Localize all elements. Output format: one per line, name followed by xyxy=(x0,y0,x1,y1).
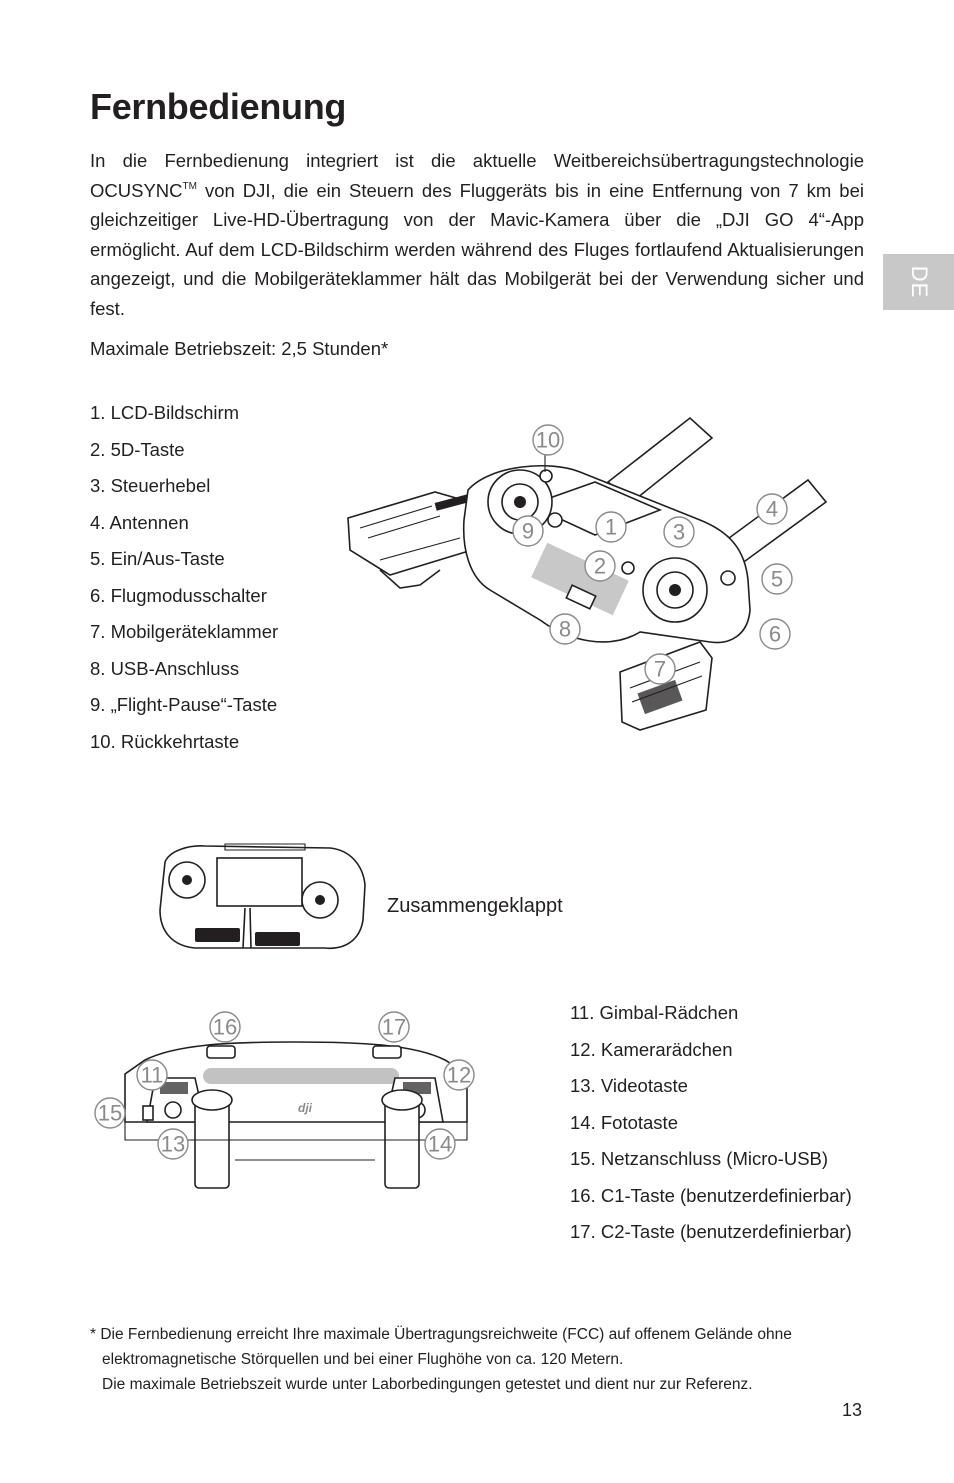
svg-text:5: 5 xyxy=(771,567,783,592)
list-item: 12. Kamerarädchen xyxy=(570,1038,733,1060)
footnote-line: elektromagnetische Störquellen und bei e… xyxy=(102,1351,624,1368)
svg-text:3: 3 xyxy=(673,520,685,545)
callout-7: 7 xyxy=(644,653,676,685)
lcd-screen xyxy=(527,481,663,536)
intro-text-part2: von DJI, die ein Steuern des Fluggeräts … xyxy=(90,179,864,319)
video-button xyxy=(164,1101,182,1119)
callout-9: 9 xyxy=(512,515,544,547)
list-item: 8. USB-Anschluss xyxy=(90,657,240,679)
callout-2: 2 xyxy=(584,550,616,582)
language-tab-label: DE xyxy=(906,265,932,299)
footnote-line: Die maximale Betriebszeit wurde unter La… xyxy=(102,1376,753,1393)
callout-13: 13 xyxy=(157,1128,189,1160)
callout-4: 4 xyxy=(756,493,788,525)
svg-text:10: 10 xyxy=(536,428,560,453)
callout-8: 8 xyxy=(549,613,581,645)
svg-text:9: 9 xyxy=(522,519,534,544)
list-item: 2. 5D-Taste xyxy=(90,438,185,460)
callout-14: 14 xyxy=(424,1128,456,1160)
callout-11: 11 xyxy=(136,1059,168,1091)
callout-3: 3 xyxy=(663,516,695,548)
remote-unfolded-illustration: 10 9 1 3 4 2 5 8 6 7 xyxy=(347,416,828,731)
callout-16: 16 xyxy=(209,1011,241,1043)
micro-usb-port xyxy=(142,1105,154,1121)
svg-text:15: 15 xyxy=(98,1101,122,1126)
power-button xyxy=(720,570,736,586)
footnote-line: * Die Fernbedienung erreicht Ihre maxima… xyxy=(90,1326,792,1343)
callout-17: 17 xyxy=(378,1011,410,1043)
svg-text:4: 4 xyxy=(766,497,778,522)
list-item: 11. Gimbal-Rädchen xyxy=(570,1002,739,1023)
list-item: 5. Ein/Aus-Taste xyxy=(90,548,225,569)
svg-text:16: 16 xyxy=(213,1015,237,1040)
intro-text-part1: In die Fernbedienung integriert ist die … xyxy=(90,150,864,201)
page-title: Fernbedienung xyxy=(90,86,347,127)
svg-text:2: 2 xyxy=(594,554,606,579)
rth-button xyxy=(539,469,553,483)
remote-rear-illustration: dji 16 17 11 12 15 13 14 xyxy=(94,1011,475,1189)
svg-text:dji: dji xyxy=(298,1101,313,1115)
list-item: 13. Videotaste xyxy=(570,1075,688,1096)
intro-paragraph: In die Fernbedienung integriert ist die … xyxy=(90,146,864,323)
list-item: 1. LCD-Bildschirm xyxy=(90,402,240,423)
svg-text:1: 1 xyxy=(605,515,617,540)
callout-10: 10 xyxy=(532,424,564,456)
callout-6: 6 xyxy=(759,618,791,650)
svg-text:8: 8 xyxy=(559,617,571,642)
footnote: * Die Fernbedienung erreicht Ihre maxima… xyxy=(90,1322,880,1397)
5d-button xyxy=(621,561,635,575)
folded-screen xyxy=(216,857,303,907)
callout-12: 12 xyxy=(443,1059,475,1091)
runtime-text: Maximale Betriebszeit: 2,5 Stunden* xyxy=(90,338,389,359)
list-item: 4. Antennen xyxy=(90,511,189,533)
svg-text:11: 11 xyxy=(141,1063,164,1088)
svg-text:14: 14 xyxy=(428,1132,452,1157)
c1-button xyxy=(206,1045,236,1059)
list-item: 17. C2-Taste (benutzerdefinierbar) xyxy=(570,1221,852,1242)
remote-folded-illustration xyxy=(159,843,366,949)
page-number: 13 xyxy=(842,1400,863,1420)
list-item: 3. Steuerhebel xyxy=(90,475,211,496)
list-item: 10. Rückkehrtaste xyxy=(90,730,240,752)
pause-button xyxy=(547,512,563,528)
svg-text:12: 12 xyxy=(447,1063,471,1088)
callout-5: 5 xyxy=(761,563,793,595)
svg-text:7: 7 xyxy=(654,657,666,682)
list-item: 16. C1-Taste (benutzerdefinierbar) xyxy=(570,1184,852,1206)
language-tab: DE xyxy=(883,254,954,310)
list-item: 15. Netzanschluss (Micro-USB) xyxy=(570,1148,829,1169)
trademark-sup: TM xyxy=(182,180,197,192)
list-item: 14. Fototaste xyxy=(570,1111,678,1133)
list-item: 9. „Flight-Pause“-Taste xyxy=(90,694,278,715)
callout-1: 1 xyxy=(595,511,627,543)
c2-button xyxy=(372,1045,402,1059)
usb-port xyxy=(565,584,597,610)
callout-15: 15 xyxy=(94,1097,126,1129)
svg-text:6: 6 xyxy=(769,622,781,647)
list-item: 7. Mobilgeräteklammer xyxy=(90,621,279,642)
svg-text:17: 17 xyxy=(382,1015,406,1040)
list-item: 6. Flugmodusschalter xyxy=(90,584,267,606)
folded-label: Zusammengeklappt xyxy=(387,895,563,917)
svg-text:13: 13 xyxy=(161,1132,185,1157)
